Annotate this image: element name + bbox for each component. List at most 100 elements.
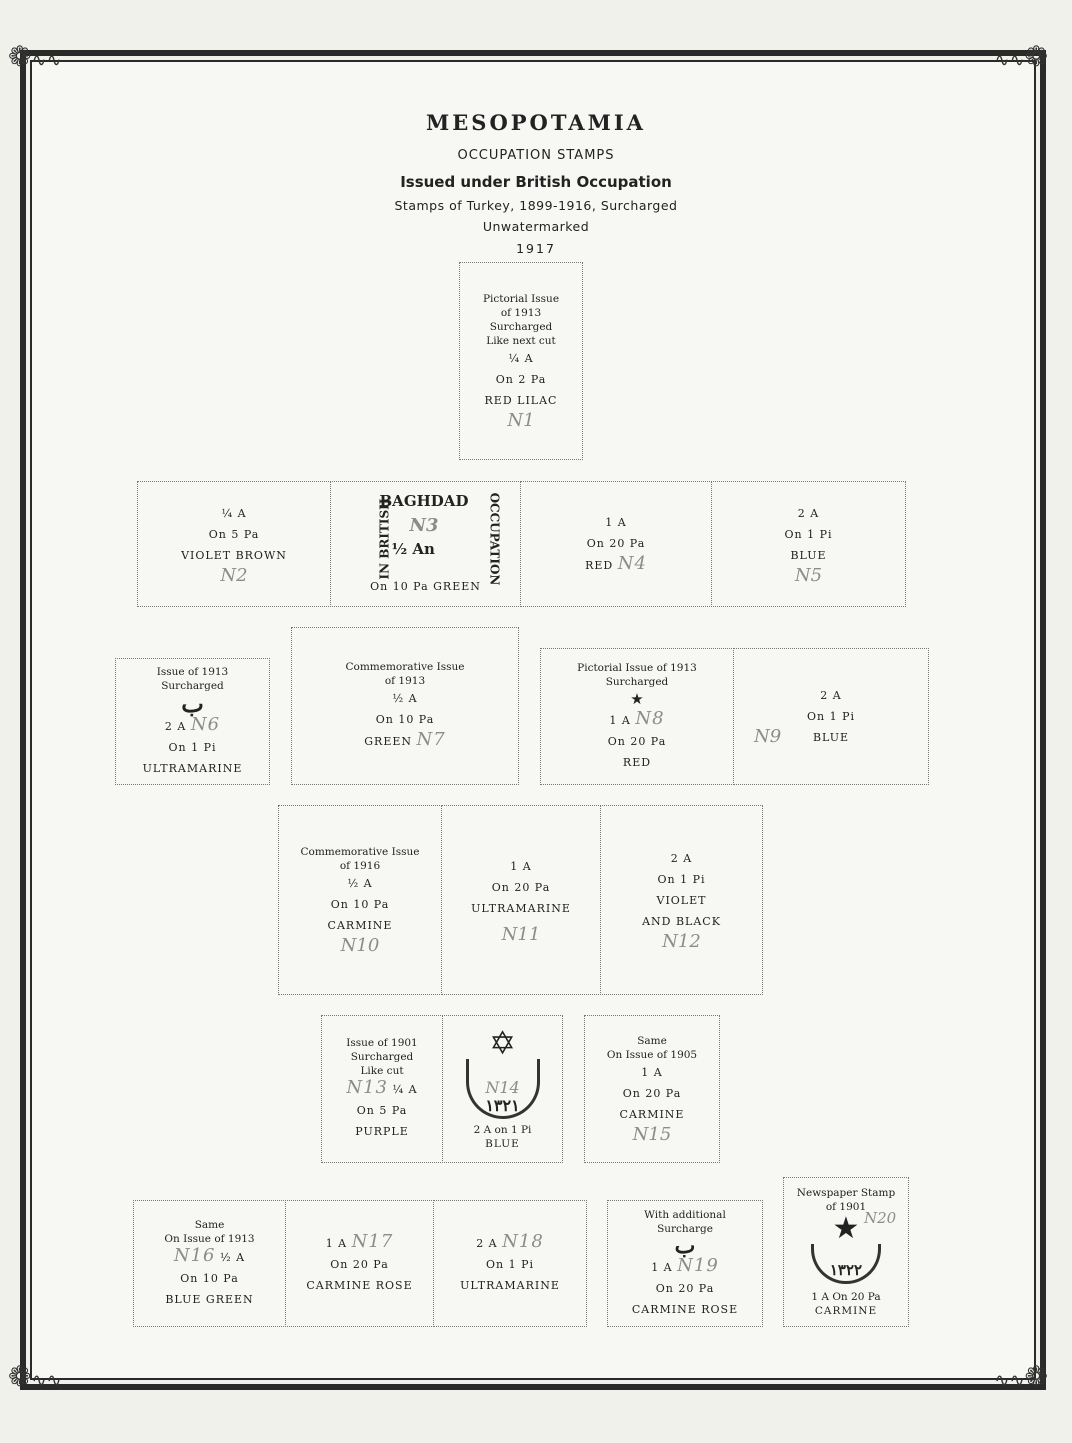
stamp-value: ½ A	[220, 1250, 246, 1264]
stamp-space-n10[interactable]: Commemorative Issue of 1916 ½ A On 10 Pa…	[278, 805, 442, 995]
stamp-color: CARMINE ROSE	[306, 1278, 413, 1292]
stamp-space-n18[interactable]: 2 A N18 On 1 Pi ULTRAMARINE	[433, 1200, 587, 1327]
catalog-number: N8	[635, 707, 665, 729]
catalog-number: N12	[662, 931, 701, 952]
stamp-note: Commemorative Issue	[300, 845, 420, 858]
stamp-space-n14[interactable]: ✡ N14 ١٣٢١ 2 A on 1 Pi BLUE	[442, 1015, 563, 1163]
stamp-color: CARMINE	[814, 1305, 878, 1317]
stamp-note: Surcharged	[605, 675, 669, 688]
stamp-space-n5[interactable]: 2 A On 1 Pi BLUE N5	[711, 481, 906, 607]
stamp-base: On 20 Pa	[586, 537, 646, 550]
stamp-base: On 10 Pa GREEN	[370, 579, 481, 593]
year-heading: 1917	[516, 241, 556, 256]
stamp-base: On 2 Pa	[495, 372, 547, 386]
stamp-space-n4[interactable]: 1 A On 20 Pa RED N4	[520, 481, 712, 607]
stamp-note: Like next cut	[486, 334, 556, 347]
stamp-base: 1 A On 20 Pa	[811, 1291, 881, 1303]
stamp-note: Pictorial Issue of 1913	[577, 661, 697, 674]
stamp-base: On 20 Pa	[330, 1257, 389, 1271]
stamp-color: CARMINE	[327, 918, 393, 932]
stamp-space-n16[interactable]: Same On Issue of 1913 N16 ½ A On 10 Pa B…	[133, 1200, 286, 1327]
stamp-space-n2[interactable]: ¼ A On 5 Pa VIOLET BROWN N2	[137, 481, 331, 607]
surcharge-illustration: BAGHDAD IN BRITISH OCCUPATION N3 ½ An	[366, 491, 501, 585]
stamp-color: ULTRAMARINE	[142, 761, 243, 775]
stamp-color: BLUE GREEN	[165, 1292, 254, 1306]
stamp-base: On 10 Pa	[375, 713, 435, 726]
stamp-color: VIOLET	[656, 894, 707, 907]
stamp-value: 1 A	[651, 1260, 673, 1274]
stamp-color: BLUE	[790, 548, 827, 562]
stamp-color: CARMINE	[619, 1107, 685, 1121]
stamp-space-n6[interactable]: Issue of 1913 Surcharged ب 2 A N6 On 1 P…	[115, 658, 270, 785]
page-subtitle: OCCUPATION STAMPS	[457, 148, 615, 163]
stamp-value: ¼ A	[508, 351, 534, 365]
stamp-value: 2 A	[164, 719, 187, 733]
stamp-space-n17[interactable]: 1 A N17 On 20 Pa CARMINE ROSE	[285, 1200, 434, 1327]
stamp-value: 2 A	[820, 689, 842, 702]
stamp-base: On 1 Pi	[806, 710, 855, 723]
stamp-base: On 1 Pi	[485, 1257, 534, 1271]
stamp-value: 1 A	[605, 516, 627, 529]
stamp-note: With additional	[644, 1208, 726, 1221]
catalog-number: N19	[677, 1254, 719, 1276]
corner-ornament-icon: ❁∿∿	[8, 40, 62, 73]
stamp-note: Surcharge	[657, 1222, 713, 1235]
stamp-value: ¼ A	[392, 1083, 418, 1096]
stamp-space-n3[interactable]: BAGHDAD IN BRITISH OCCUPATION N3 ½ An On…	[330, 481, 521, 607]
stamp-value: 2 A	[670, 852, 693, 865]
stamp-space-n15[interactable]: Same On Issue of 1905 1 A On 20 Pa CARMI…	[584, 1015, 720, 1163]
stamp-base: 2 A on 1 Pi	[473, 1124, 532, 1136]
page-border-inner	[30, 60, 1036, 1380]
surcharge-glyph-icon: ب	[181, 688, 204, 718]
catalog-number: N18	[502, 1230, 544, 1252]
stamp-space-n9[interactable]: 2 A On 1 Pi BLUE N9	[733, 648, 929, 785]
stamp-base: On 10 Pa	[180, 1271, 239, 1285]
stamp-color: PURPLE	[355, 1125, 409, 1138]
catalog-number: N6	[190, 713, 221, 735]
issue-heading: Issued under British Occupation	[400, 173, 672, 191]
stamp-space-n13[interactable]: Issue of 1901 Surcharged Like cut N13 ¼ …	[321, 1015, 443, 1163]
page-border-outer	[20, 50, 1046, 1390]
surcharge-text: BAGHDAD	[379, 491, 469, 510]
stamp-space-n7[interactable]: Commemorative Issue of 1913 ½ A On 10 Pa…	[291, 627, 519, 785]
stamp-space-n20[interactable]: Newspaper Stamp of 1901 N20 ★ ١٣٢٢ 1 A O…	[783, 1177, 909, 1327]
stamp-note: Pictorial Issue	[482, 292, 560, 305]
stamp-color: BLUE	[812, 731, 850, 744]
stamp-base: On 5 Pa	[208, 527, 260, 541]
stamp-space-n19[interactable]: With additional Surcharge ب 1 A N19 On 2…	[607, 1200, 763, 1327]
stamp-note: of 1913	[384, 675, 426, 687]
catalog-number: N1	[507, 409, 535, 431]
stamp-value: 2 A	[797, 506, 820, 520]
stamp-color: ULTRAMARINE	[460, 1278, 560, 1292]
stamp-value: 2 A	[476, 1236, 498, 1250]
stamp-space-n8[interactable]: Pictorial Issue of 1913 Surcharged ★ 1 A…	[540, 648, 734, 785]
stamp-space-n12[interactable]: 2 A On 1 Pi VIOLET AND BLACK N12	[600, 805, 763, 995]
surcharge-text: ½ An	[391, 539, 435, 558]
stamp-color: CARMINE ROSE	[631, 1302, 739, 1316]
stamp-note: of 1901	[825, 1201, 867, 1213]
catalog-number: N2	[220, 564, 248, 586]
stamp-space-n1[interactable]: Pictorial Issue of 1913 Surcharged Like …	[459, 262, 583, 460]
stamp-note: Issue of 1913	[156, 665, 229, 678]
stamp-value: 1 A	[641, 1065, 663, 1079]
star-of-david-icon: ✡	[489, 1024, 516, 1062]
stamp-base: On 1 Pi	[784, 527, 833, 541]
catalog-number: N3	[409, 514, 439, 536]
stamp-color: VIOLET BROWN	[181, 548, 287, 562]
stamp-base: On 5 Pa	[356, 1104, 408, 1117]
stamp-note: Like cut	[360, 1065, 404, 1077]
stamp-space-n11[interactable]: 1 A On 20 Pa ULTRAMARINE N11	[441, 805, 601, 995]
stamps-heading: Stamps of Turkey, 1899-1916, Surcharged	[394, 198, 678, 213]
catalog-number: N20	[864, 1209, 897, 1227]
star-icon: ★	[832, 1211, 860, 1246]
catalog-number: N10	[340, 934, 380, 956]
stamp-color: ULTRAMARINE	[471, 901, 571, 915]
catalog-number: N15	[632, 1123, 672, 1145]
catalog-number: N5	[794, 564, 823, 586]
stamp-note: of 1916	[339, 859, 381, 872]
crescent-icon: ١٣٢٢	[811, 1244, 881, 1284]
catalog-number: N14	[485, 1078, 520, 1097]
stamp-color: RED LILAC	[484, 393, 558, 407]
stamp-note: On Issue of 1905	[606, 1048, 698, 1061]
surcharge-glyph-icon: ب	[674, 1232, 696, 1259]
